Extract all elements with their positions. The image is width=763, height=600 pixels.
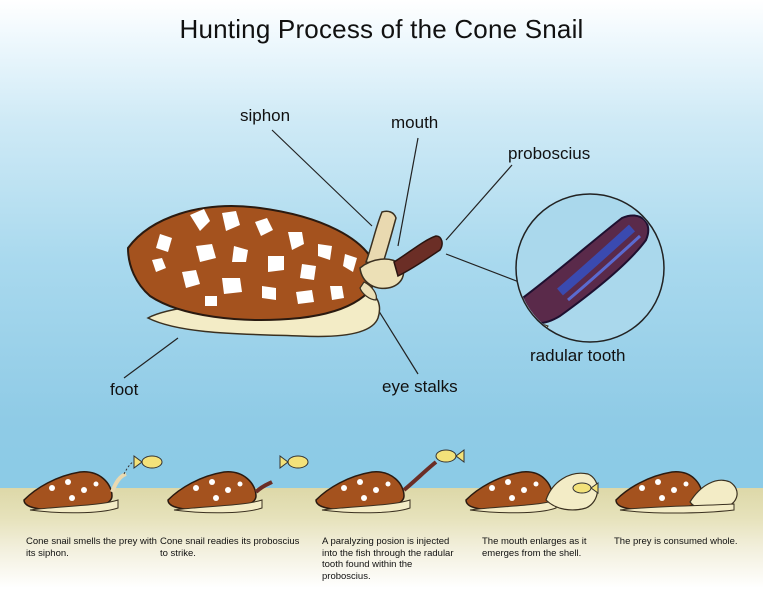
fish-icon bbox=[572, 482, 599, 494]
step-2-snail bbox=[167, 455, 309, 514]
label-proboscius: proboscius bbox=[508, 144, 591, 163]
label-siphon: siphon bbox=[240, 106, 291, 125]
step-4-caption: The mouth enlarges as it emerges from th… bbox=[482, 536, 587, 559]
fish-icon bbox=[435, 449, 465, 463]
snail-shell bbox=[126, 205, 378, 321]
label-radular-tooth: radular tooth bbox=[530, 346, 626, 365]
label-eye-stalks: eye stalks bbox=[382, 377, 458, 396]
step-3-snail bbox=[315, 449, 465, 514]
step-2-caption: Cone snail readies its proboscius to str… bbox=[160, 536, 300, 559]
step-illustrations bbox=[23, 449, 738, 514]
step-4-snail bbox=[465, 471, 599, 514]
step-3-caption: A paralyzing posion is injected into the… bbox=[322, 536, 454, 582]
proboscis bbox=[393, 235, 443, 278]
step-1-snail bbox=[23, 455, 163, 514]
step-1-caption: Cone snail smells the prey with its siph… bbox=[26, 536, 157, 559]
step-5-snail bbox=[615, 471, 738, 514]
eye-stalk bbox=[359, 281, 377, 301]
fish-icon bbox=[279, 455, 309, 469]
siphon bbox=[365, 210, 397, 267]
radular-tooth-magnifier bbox=[515, 193, 665, 343]
fish-icon bbox=[133, 455, 163, 469]
snail-head bbox=[359, 258, 405, 290]
main-cone-snail bbox=[126, 205, 443, 338]
leader-lines bbox=[123, 129, 541, 379]
label-foot: foot bbox=[110, 380, 139, 399]
step-5-caption: The prey is consumed whole. bbox=[614, 536, 738, 547]
label-mouth: mouth bbox=[391, 113, 439, 132]
page-title: Hunting Process of the Cone Snail bbox=[179, 14, 584, 44]
